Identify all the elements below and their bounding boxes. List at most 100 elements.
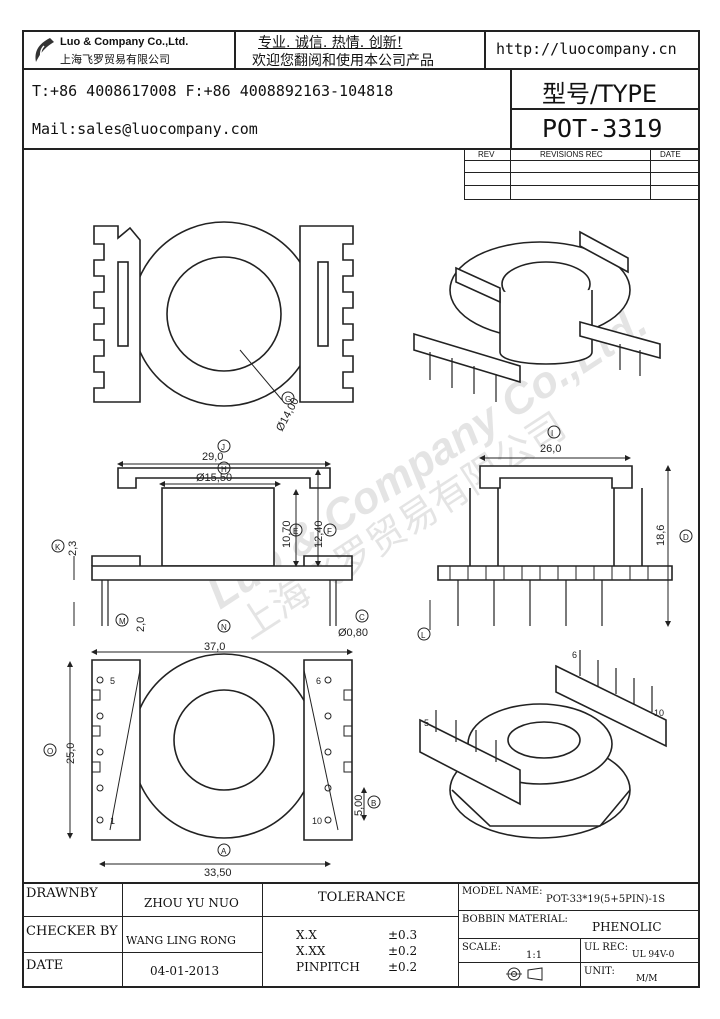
drawnby-label: DRAWNBY bbox=[26, 886, 98, 901]
pin-label-10: 10 bbox=[312, 816, 322, 826]
scale-label: SCALE: bbox=[462, 942, 502, 953]
tb-line bbox=[262, 916, 458, 917]
dim-I-value: 26,0 bbox=[540, 443, 561, 455]
tol-xxx-key: X.XX bbox=[296, 944, 326, 958]
unit-value: M/M bbox=[636, 974, 658, 984]
rev-col-header: REV bbox=[478, 150, 495, 159]
slogan-line-1: 专业. 诚信. 热情. 创新! bbox=[258, 35, 403, 51]
iso-pin-label-5: 5 bbox=[424, 718, 429, 728]
iso-pin-label-6: 6 bbox=[572, 650, 577, 660]
model-number: POT-3319 bbox=[542, 114, 663, 143]
dim-N-value: 37,0 bbox=[204, 641, 225, 653]
pin-label-1: 1 bbox=[110, 816, 115, 826]
dim-J-value: 29,0 bbox=[202, 451, 223, 463]
tol-xx-value: ±0.3 bbox=[388, 928, 418, 942]
divider bbox=[510, 108, 700, 110]
divider bbox=[484, 30, 486, 70]
dim-N: N bbox=[221, 623, 227, 632]
date-col-header: DATE bbox=[660, 150, 681, 159]
side-view bbox=[429, 455, 673, 630]
company-name-cn: 上海飞罗贸易有限公司 bbox=[60, 53, 170, 66]
company-url: http://luocompany.cn bbox=[496, 40, 677, 58]
drawnby-value: ZHOU YU NUO bbox=[144, 896, 239, 910]
dim-J: J bbox=[221, 443, 225, 452]
dim-E-value: 10,70 bbox=[281, 520, 293, 548]
bottom-view bbox=[67, 649, 367, 867]
tb-col bbox=[122, 882, 123, 988]
tb-line bbox=[22, 952, 262, 953]
rev-line bbox=[464, 172, 700, 173]
divider bbox=[234, 30, 236, 70]
projection-symbol-icon bbox=[506, 967, 543, 981]
top-view bbox=[93, 221, 354, 407]
title-header: Luo & Company Co.,Ltd. 上海飞罗贸易有限公司 专业. 诚信… bbox=[22, 30, 700, 150]
tb-line bbox=[22, 882, 700, 884]
front-view bbox=[73, 461, 353, 626]
tb-line bbox=[22, 916, 262, 917]
tolerance-label: TOLERANCE bbox=[318, 890, 406, 905]
dim-C-value: Ø0,80 bbox=[338, 627, 368, 639]
dim-A: A bbox=[221, 847, 227, 856]
divider bbox=[22, 148, 700, 150]
dim-M: M bbox=[119, 617, 126, 626]
dim-L: L bbox=[421, 631, 426, 640]
dim-O-value: 25,0 bbox=[65, 743, 77, 764]
header-top-row bbox=[22, 30, 700, 70]
tol-xx-key: X.X bbox=[296, 928, 317, 942]
rev-line bbox=[464, 185, 700, 186]
dimension-labels: G Ø14,00 J 29,0 H Ø15,50 E 10,70 F 12,40… bbox=[43, 391, 693, 879]
revisions-rec-header: REVISIONS REC bbox=[540, 150, 603, 159]
tol-pinpitch-value: ±0.2 bbox=[388, 960, 418, 974]
date-value: 04-01-2013 bbox=[150, 964, 220, 978]
ul-label: UL REC: bbox=[584, 942, 629, 953]
scale-value: 1:1 bbox=[526, 950, 543, 961]
date-label: DATE bbox=[26, 958, 64, 973]
dim-H: H bbox=[221, 465, 227, 474]
tol-xxx-value: ±0.2 bbox=[388, 944, 418, 958]
dim-H-value: Ø15,50 bbox=[196, 472, 232, 484]
tb-col bbox=[262, 882, 263, 988]
dim-G: G bbox=[285, 395, 291, 404]
rev-line bbox=[464, 199, 700, 200]
bobbin-label: BOBBIN MATERIAL: bbox=[462, 914, 568, 925]
tb-col bbox=[580, 938, 581, 988]
ul-value: UL 94V-0 bbox=[632, 950, 675, 960]
dim-I: I bbox=[551, 429, 553, 438]
rev-col bbox=[650, 148, 651, 200]
type-label: 型号/TYPE bbox=[542, 80, 658, 108]
dim-C: C bbox=[359, 613, 365, 622]
luo-logo-icon bbox=[35, 38, 54, 62]
company-name: Luo & Company Co.,Ltd. bbox=[60, 36, 189, 48]
dim-K: K bbox=[55, 543, 61, 552]
tol-pinpitch-key: PINPITCH bbox=[296, 960, 360, 974]
iso-view-bottom bbox=[419, 650, 667, 839]
dim-M-value: 2,0 bbox=[135, 617, 147, 632]
phone-fax: T:+86 4008617008 F:+86 4008892163-104818 bbox=[32, 82, 394, 100]
divider bbox=[510, 70, 512, 150]
dim-A-value: 33,50 bbox=[204, 867, 232, 879]
dim-K-value: 2,3 bbox=[67, 541, 79, 556]
iso-pin-label-10: 10 bbox=[654, 708, 664, 718]
tb-line bbox=[458, 910, 700, 911]
pin-label-5: 5 bbox=[110, 676, 115, 686]
model-name-value: POT-33*19(5+5PIN)-1S bbox=[546, 894, 666, 905]
tb-line bbox=[458, 962, 700, 963]
checker-value: WANG LING RONG bbox=[126, 934, 236, 947]
slogan-line-2: 欢迎您翻阅和使用本公司产品 bbox=[252, 53, 434, 69]
dim-O: O bbox=[47, 747, 53, 756]
dim-D: D bbox=[683, 533, 689, 542]
mail: Mail:sales@luocompany.com bbox=[32, 120, 258, 138]
rev-frame bbox=[464, 148, 700, 200]
model-name-label: MODEL NAME: bbox=[462, 886, 543, 897]
rev-col bbox=[510, 148, 511, 200]
tb-col bbox=[458, 882, 459, 988]
dim-B-value: 5,00 bbox=[353, 795, 365, 816]
checker-label: CHECKER BY bbox=[26, 924, 118, 939]
drawing-frame bbox=[22, 30, 700, 988]
unit-label: UNIT: bbox=[584, 966, 615, 977]
pin-label-6: 6 bbox=[316, 676, 321, 686]
dim-G-value: Ø14,00 bbox=[274, 396, 302, 434]
dim-F: F bbox=[327, 527, 332, 536]
tb-line bbox=[458, 938, 700, 939]
